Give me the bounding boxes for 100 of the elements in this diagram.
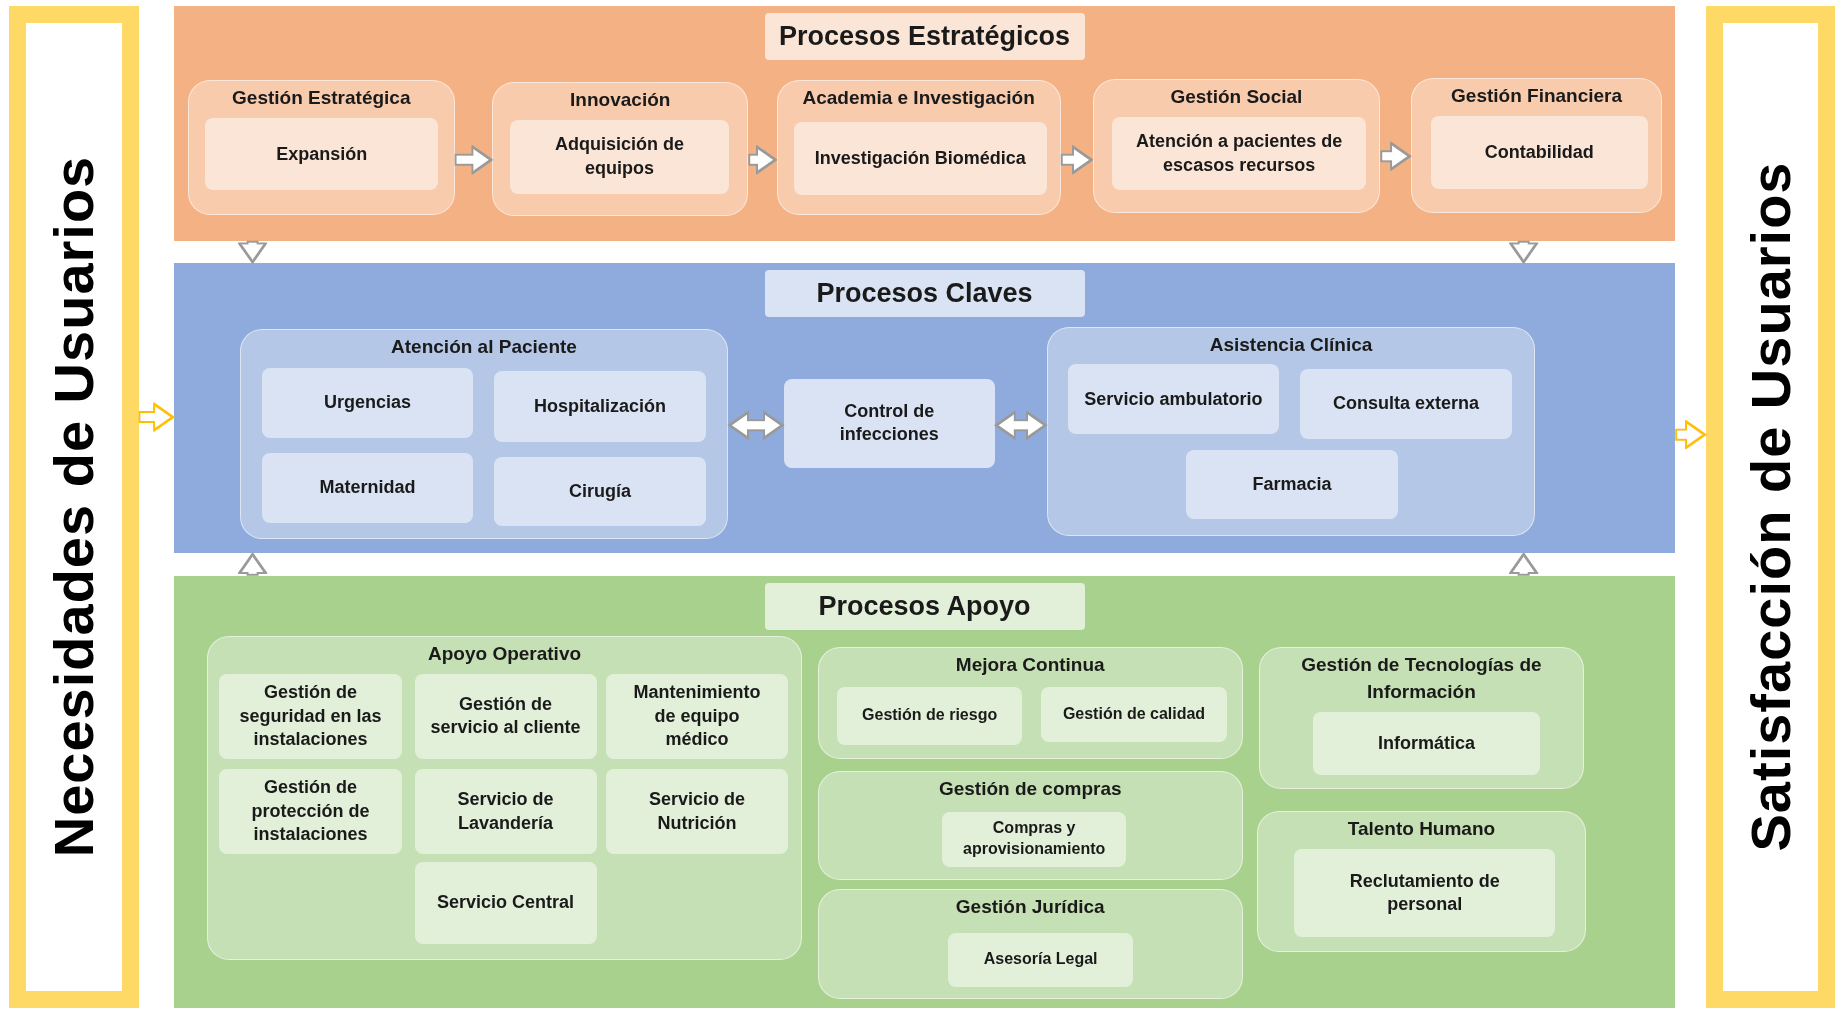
process-group (776, 79, 1061, 215)
process-box (1040, 687, 1228, 743)
block-arrow (1380, 141, 1412, 171)
group-heading: Gestión Social (1169, 84, 1304, 109)
process-box (219, 769, 402, 854)
vertical-title: Satisfacción de Usuarios (1737, 161, 1803, 852)
process-group (1259, 647, 1584, 790)
process-box (205, 118, 438, 191)
process-label: Cirugía (569, 479, 632, 503)
process-group (187, 79, 455, 215)
process-box (494, 456, 706, 527)
band-title: Procesos Apoyo (764, 582, 1085, 630)
process-label: Urgencias (324, 391, 412, 415)
process-label: Gestión de protección de instalaciones (250, 776, 371, 847)
group-heading: Talento Humano (1346, 816, 1497, 841)
group-heading: Apoyo Operativo (427, 641, 583, 666)
block-arrow (1508, 552, 1539, 576)
group-heading: Atención al Paciente (390, 334, 578, 359)
process-label: Hospitalización (534, 394, 667, 418)
vertical-title: Necesidades de Usuarios (41, 156, 107, 858)
block-arrow (237, 552, 268, 576)
process-group (817, 889, 1243, 999)
process-label: Mantenimiento de equipo médico (632, 681, 762, 752)
block-arrow (1675, 419, 1707, 450)
process-label: Farmacia (1252, 472, 1332, 496)
group-heading: Gestión de Tecnologías de Información (1300, 653, 1543, 704)
group-heading: Academia e Investigación (801, 85, 1036, 110)
band-title: Procesos Estratégicos (764, 12, 1085, 60)
process-group (239, 328, 729, 540)
process-box (509, 119, 730, 194)
process-label: Servicio ambulatorio (1084, 387, 1263, 411)
process-label: Gestión de servicio al cliente (430, 693, 581, 740)
process-group (1256, 810, 1586, 952)
band-title: Procesos Claves (764, 270, 1085, 318)
process-group (817, 770, 1243, 880)
block-arrow (748, 145, 778, 175)
block-arrow (1508, 240, 1539, 264)
block-arrow (237, 240, 268, 264)
process-label: Contabilidad (1484, 140, 1594, 164)
block-arrow (138, 402, 175, 432)
process-box (1186, 449, 1398, 520)
group-heading: Mejora Continua (954, 653, 1106, 678)
block-arrow (1060, 145, 1094, 175)
process-group (1046, 326, 1536, 536)
group-heading: Gestión de compras (937, 776, 1123, 801)
process-box (1067, 363, 1280, 435)
process-box (414, 674, 597, 759)
process-band (173, 263, 1676, 554)
process-box (414, 769, 597, 854)
process-group (206, 635, 803, 960)
block-arrow (994, 410, 1048, 440)
process-label: Reclutamiento de personal (1348, 869, 1501, 917)
process-label: Gestión de seguridad en las instalaciones (238, 681, 383, 752)
block-arrow (454, 145, 493, 175)
process-box (1112, 117, 1366, 191)
process-label: Servicio de Lavandería (456, 788, 555, 835)
process-box (494, 371, 706, 442)
process-box (1294, 849, 1556, 938)
process-label: Control de infecciones (838, 400, 940, 447)
process-box (1430, 116, 1648, 189)
process-box (947, 932, 1134, 987)
process-label: Expansión (276, 142, 368, 166)
process-group (1410, 77, 1663, 213)
process-label: Gestión de riesgo (862, 705, 998, 726)
group-heading: Innovación (569, 88, 672, 113)
process-box (414, 862, 597, 945)
process-label: Consulta externa (1332, 392, 1479, 416)
process-box (606, 674, 789, 759)
process-label: Informática (1378, 731, 1476, 755)
side-band (9, 5, 139, 1008)
process-box (783, 379, 995, 468)
process-label: Servicio de Nutrición (648, 788, 747, 835)
process-box (606, 769, 789, 854)
process-label: Compras y aprovisionamiento (962, 818, 1107, 860)
process-group (817, 647, 1243, 759)
process-label: Adquisición de equipos (553, 133, 685, 180)
process-label: Gestión de calidad (1062, 704, 1206, 725)
process-group (492, 82, 749, 217)
process-box (941, 811, 1127, 867)
block-arrow (727, 410, 785, 440)
process-label: Maternidad (319, 476, 416, 500)
process-box (1313, 711, 1540, 776)
process-box (261, 367, 474, 438)
process-box (837, 687, 1022, 745)
side-band (1705, 5, 1835, 1008)
process-band (173, 5, 1676, 241)
group-heading: Gestión Financiera (1450, 83, 1624, 108)
process-box (1300, 368, 1512, 440)
group-heading: Asistencia Clínica (1208, 332, 1374, 357)
process-label: Servicio Central (437, 891, 575, 915)
group-heading: Gestión Jurídica (954, 895, 1106, 920)
process-box (793, 121, 1047, 195)
process-box (261, 453, 474, 523)
process-box (219, 674, 402, 759)
group-heading: Gestión Estratégica (231, 85, 412, 110)
process-band (173, 575, 1676, 1008)
process-label: Asesoría Legal (983, 949, 1098, 970)
process-label: Investigación Biomédica (814, 146, 1026, 170)
process-label: Atención a pacientes de escasos recursos (1135, 130, 1344, 177)
process-group (1092, 78, 1381, 213)
